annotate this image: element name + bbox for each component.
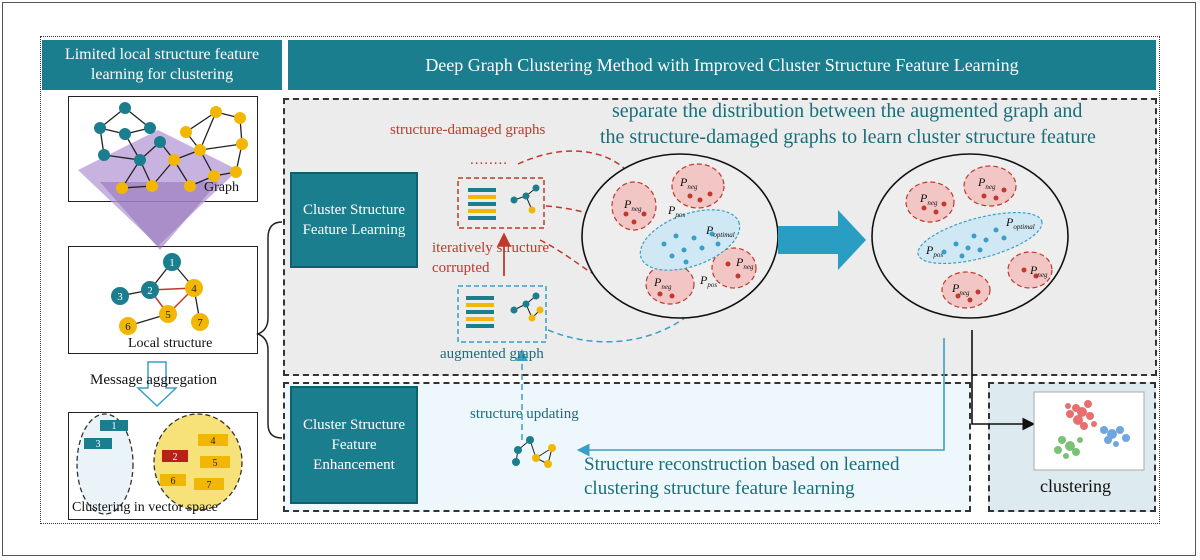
purple-funnel: [78, 130, 238, 250]
damaged-graph-group: [457, 177, 545, 229]
clustering-arrow: [971, 330, 1036, 431]
clustering-label: clustering: [1040, 476, 1111, 496]
cluster-structure-enhancement-box: Cluster Structure Feature Enhancement: [290, 386, 418, 504]
structure-updating-label: structure updating: [470, 406, 579, 422]
local-structure-box: [68, 246, 258, 354]
vector-block-label: 7: [207, 480, 212, 491]
vector-block-label: 5: [213, 458, 218, 469]
svg-text:Pneg: Pneg: [1029, 263, 1048, 279]
left-header: Limited local structure feature learning…: [42, 40, 282, 90]
node-label: 6: [125, 321, 131, 333]
vector-space-clusters: 1 3 2 4 5 6 7: [76, 413, 243, 515]
node-label: 3: [117, 291, 123, 303]
svg-text:Pneg: Pneg: [951, 281, 970, 297]
svg-text:Ppos: Ppos: [699, 273, 717, 289]
transition-arrow: [778, 210, 866, 270]
svg-text:Pneg: Pneg: [679, 175, 698, 191]
vector-block-label: 3: [96, 439, 101, 450]
node-label: 2: [147, 285, 153, 297]
svg-text:Pneg: Pneg: [623, 197, 642, 213]
svg-text:Ppos: Ppos: [667, 203, 685, 219]
cluster-structure-learning-box: Cluster Structure Feature Learning: [290, 172, 418, 268]
local-structure-label: Local structure: [128, 336, 213, 351]
bracket: [255, 221, 283, 439]
local-structure-graph: 1 2 3 4 5 6 7: [111, 253, 209, 335]
structure-damaged-label: structure-damaged graphs: [390, 122, 546, 138]
vector-block-label: 4: [211, 436, 216, 447]
node-label: 1: [169, 257, 175, 269]
graph-label: Graph: [204, 180, 239, 195]
distribution-left: [581, 153, 779, 319]
node-label: 5: [165, 309, 171, 321]
augmented-graph-group: [457, 285, 547, 343]
svg-text:Pneg: Pneg: [977, 175, 996, 191]
vector-block-label: 2: [173, 452, 178, 463]
reconstruction-text-line1: Structure reconstruction based on learne…: [584, 454, 900, 475]
node-label: 4: [191, 283, 197, 295]
svg-text:Pneg: Pneg: [919, 191, 938, 207]
p-labels: Pneg Pneg Pneg Pneg Ppos Ppos Poptimal P…: [623, 175, 1048, 297]
message-arrow: [136, 361, 178, 408]
main-title: Deep Graph Clustering Method with Improv…: [288, 40, 1156, 90]
dotted-frame: [40, 36, 1160, 524]
iteratively-label-2: corrupted: [432, 260, 490, 276]
augmented-graph-label: augmented graph: [440, 346, 544, 362]
graph-network: [94, 102, 248, 194]
clustering-scatter: [1033, 391, 1145, 471]
svg-text:Poptimal: Poptimal: [1005, 215, 1035, 231]
svg-text:Pneg: Pneg: [653, 275, 672, 291]
svg-text:Poptimal: Poptimal: [705, 223, 735, 239]
node-label: 7: [197, 317, 203, 329]
ellipsis-label: ........: [470, 152, 508, 168]
reconstruction-text-line2: clustering structure feature learning: [584, 478, 855, 499]
reconstruction-arrow: [576, 338, 945, 457]
svg-text:Ppos: Ppos: [925, 243, 943, 259]
separate-text-line2: the structure-damaged graphs to learn cl…: [600, 126, 1096, 148]
separate-text-line1: separate the distribution between the au…: [612, 100, 1083, 122]
vector-space-label: Clustering in vector space: [72, 500, 218, 515]
reconstructed-graph: [512, 436, 556, 468]
message-aggregation-label: Message aggregation: [90, 372, 218, 388]
svg-text:Pneg: Pneg: [735, 255, 754, 271]
vector-block-label: 1: [112, 421, 117, 432]
vector-block-label: 6: [171, 476, 176, 487]
distribution-right: [871, 153, 1069, 319]
iteratively-label-1: iteratively structure: [432, 240, 550, 256]
